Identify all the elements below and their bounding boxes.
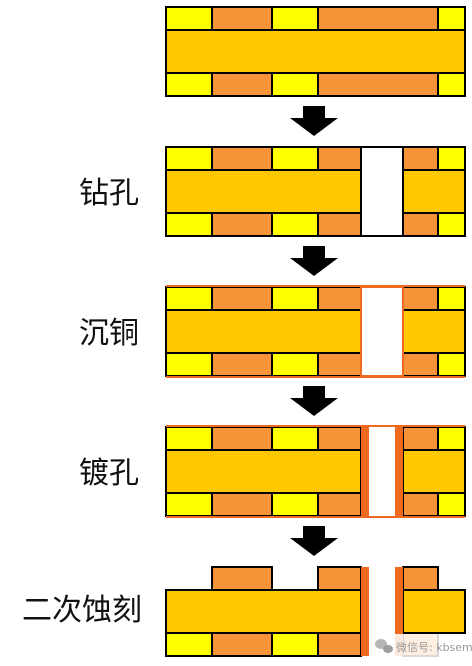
- down-arrow-icon: [290, 246, 338, 276]
- top-layer: [165, 426, 466, 451]
- top-layer: [211, 566, 439, 591]
- step-label-drill: 钻孔: [79, 176, 139, 211]
- stage-drill: 钻孔: [79, 146, 466, 237]
- stage-hole-plating: 镀孔: [79, 425, 466, 518]
- top-layer: [165, 286, 466, 311]
- bottom-layer: [165, 212, 466, 237]
- hole-plating-left: [361, 427, 369, 516]
- down-arrow-icon: [290, 386, 338, 416]
- core-layer: [402, 449, 466, 494]
- core-layer: [402, 169, 466, 214]
- top-layer: [165, 6, 466, 31]
- core-layer: [165, 449, 362, 494]
- step-label-secondary-etch: 二次蚀刻: [22, 593, 142, 628]
- core-layer: [165, 29, 466, 74]
- hole-plating-right: [395, 567, 403, 656]
- step-label-hole-plating: 镀孔: [79, 456, 139, 491]
- step-label-electroless-copper: 沉铜: [79, 316, 139, 351]
- stage-electroless-copper: 沉铜: [79, 285, 466, 378]
- hole-plating-right: [395, 427, 403, 516]
- drilled-hole: [360, 146, 404, 237]
- hole-thin-copper: [360, 286, 404, 377]
- core-layer: [402, 309, 466, 354]
- bottom-layer: [165, 352, 466, 377]
- stage-initial: [165, 6, 466, 97]
- bottom-layer: [165, 72, 466, 97]
- watermark-text: 微信号: kbsems: [396, 640, 472, 654]
- surface-copper: [166, 425, 465, 518]
- core-layer: [165, 169, 362, 214]
- wechat-icon: [375, 639, 393, 653]
- down-arrow-icon: [290, 526, 338, 556]
- core-layer: [165, 589, 362, 634]
- down-arrow-icon: [290, 106, 338, 136]
- hole-plating-left: [361, 567, 369, 656]
- surface-thin-copper: [166, 285, 465, 378]
- watermark: 微信号: kbsems: [370, 634, 472, 658]
- core-layer: [402, 589, 466, 634]
- core-layer: [165, 309, 362, 354]
- plated-hole: [369, 427, 395, 516]
- bottom-layer: [165, 492, 466, 517]
- top-layer: [165, 146, 466, 171]
